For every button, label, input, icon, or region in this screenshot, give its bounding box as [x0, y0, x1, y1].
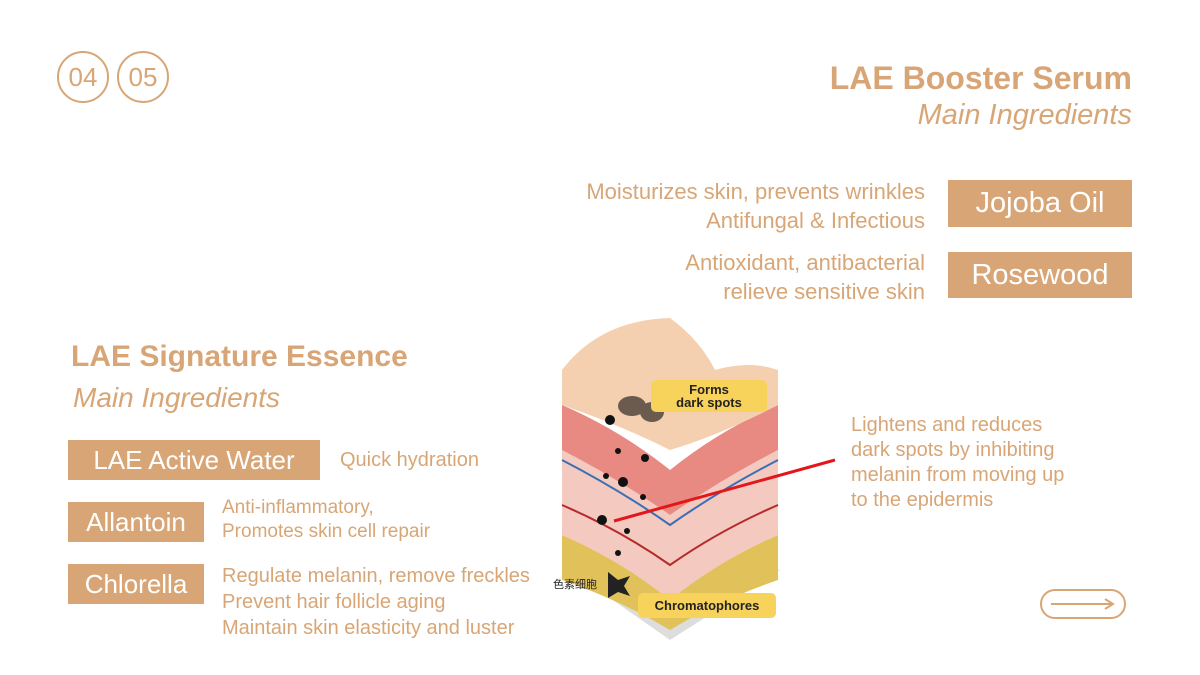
lae-water-desc: Quick hydration — [340, 449, 479, 471]
booster-title: LAE Booster Serum — [829, 60, 1132, 96]
desc-line: relieve sensitive skin — [723, 279, 925, 304]
callout-line-text: to the epidermis — [851, 489, 994, 511]
desc-line: Regulate melanin, remove freckles — [222, 565, 530, 587]
ingredient-lae-active-water: LAE Active Water — [68, 440, 320, 480]
desc-line: Moisturizes skin, prevents wrinkles — [586, 179, 925, 204]
label-line: dark spots — [676, 395, 742, 410]
desc-line: Promotes skin cell repair — [222, 521, 431, 542]
callout-text: Lightens and reduces dark spots by inhib… — [851, 413, 1064, 513]
label-line: Forms — [689, 382, 729, 397]
ingredient-jojoba-oil: Jojoba Oil — [948, 180, 1132, 227]
ingredient-chlorella: Chlorella — [68, 564, 204, 604]
ingredient-rosewood: Rosewood — [948, 252, 1132, 298]
ingredient-allantoin: Allantoin — [68, 502, 204, 542]
callout-line-text: dark spots by inhibiting — [851, 439, 1055, 461]
allantoin-desc: Anti-inflammatory, Promotes skin cell re… — [222, 496, 430, 544]
label-cn: 色素细胞 — [553, 579, 597, 591]
essence-subtitle: Main Ingredients — [73, 382, 281, 413]
callout-line-text: Lightens and reduces — [851, 414, 1043, 436]
rosewood-desc: Antioxidant, antibacterial relieve sensi… — [685, 248, 925, 306]
label-chromatophores: Chromatophores — [638, 593, 776, 618]
callout-line-text: melanin from moving up — [851, 464, 1065, 486]
desc-line: Prevent hair follicle aging — [222, 591, 446, 613]
desc-line: Anti-inflammatory, — [222, 497, 374, 518]
page-05-button[interactable]: 05 — [117, 51, 169, 103]
arrow-right-icon — [1051, 598, 1115, 610]
essence-title: LAE Signature Essence — [71, 340, 408, 373]
chromatophore-cell — [608, 572, 630, 598]
booster-subtitle: Main Ingredients — [917, 99, 1132, 131]
page-04-button[interactable]: 04 — [57, 51, 109, 103]
epidermis-layer — [562, 405, 778, 515]
jojoba-desc: Moisturizes skin, prevents wrinkles Anti… — [586, 177, 925, 235]
next-button[interactable] — [1040, 589, 1126, 619]
desc-line: Antioxidant, antibacterial — [685, 250, 925, 275]
chlorella-desc: Regulate melanin, remove freckles Preven… — [222, 563, 530, 641]
callout-line — [613, 458, 836, 523]
desc-line: Maintain skin elasticity and luster — [222, 617, 515, 639]
desc-line: Antifungal & Infectious — [706, 208, 925, 233]
